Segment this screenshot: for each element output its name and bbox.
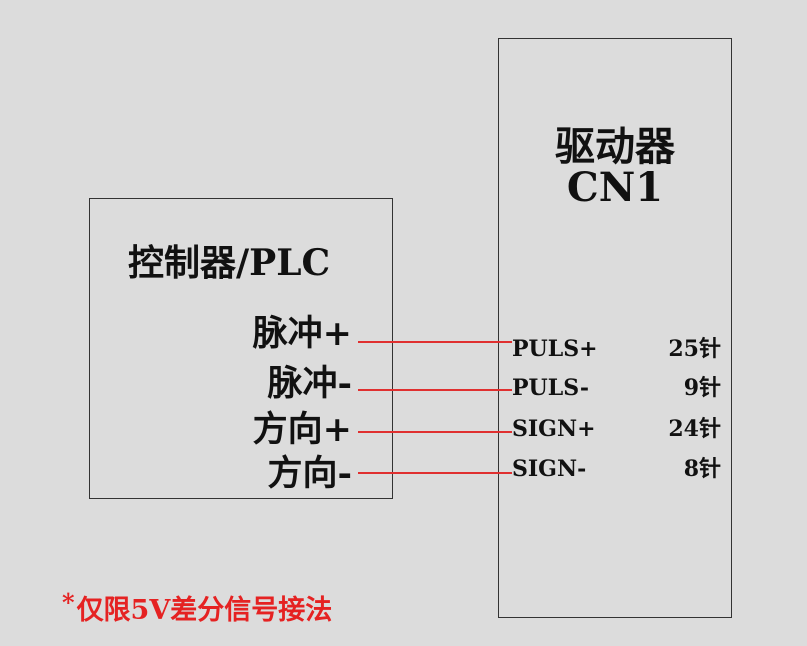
signal-label-pulse-minus: 脉冲- xyxy=(267,363,352,404)
driver-connector-name: CN1 xyxy=(566,164,664,211)
signal-label-dir-plus: 方向+ xyxy=(252,409,352,450)
pin-number-sign-minus: 8针 xyxy=(683,456,721,482)
controller-box xyxy=(89,198,393,499)
pin-number-sign-plus: 24针 xyxy=(668,416,721,442)
wire-dir-minus xyxy=(358,472,512,474)
footnote-mark: * xyxy=(62,588,75,617)
signal-label-pulse-plus: 脉冲+ xyxy=(252,313,352,354)
wire-pulse-minus xyxy=(358,389,512,391)
footnote: *仅限5V差分信号接法 xyxy=(62,588,332,627)
driver-box xyxy=(498,38,732,618)
pin-number-puls-minus: 9针 xyxy=(683,375,721,401)
pin-name-puls-minus: PULS- xyxy=(512,375,590,401)
pin-number-puls-plus: 25针 xyxy=(668,336,721,362)
signal-label-dir-minus: 方向- xyxy=(267,453,352,494)
wire-dir-plus xyxy=(358,431,512,433)
driver-title: 驱动器 xyxy=(555,123,675,170)
pin-name-sign-minus: SIGN- xyxy=(512,456,587,482)
pin-name-sign-plus: SIGN+ xyxy=(512,416,596,442)
wire-pulse-plus xyxy=(358,341,512,343)
controller-title: 控制器/PLC xyxy=(128,242,331,284)
pin-name-puls-plus: PULS+ xyxy=(512,336,598,362)
footnote-text: 仅限5V差分信号接法 xyxy=(76,595,333,626)
